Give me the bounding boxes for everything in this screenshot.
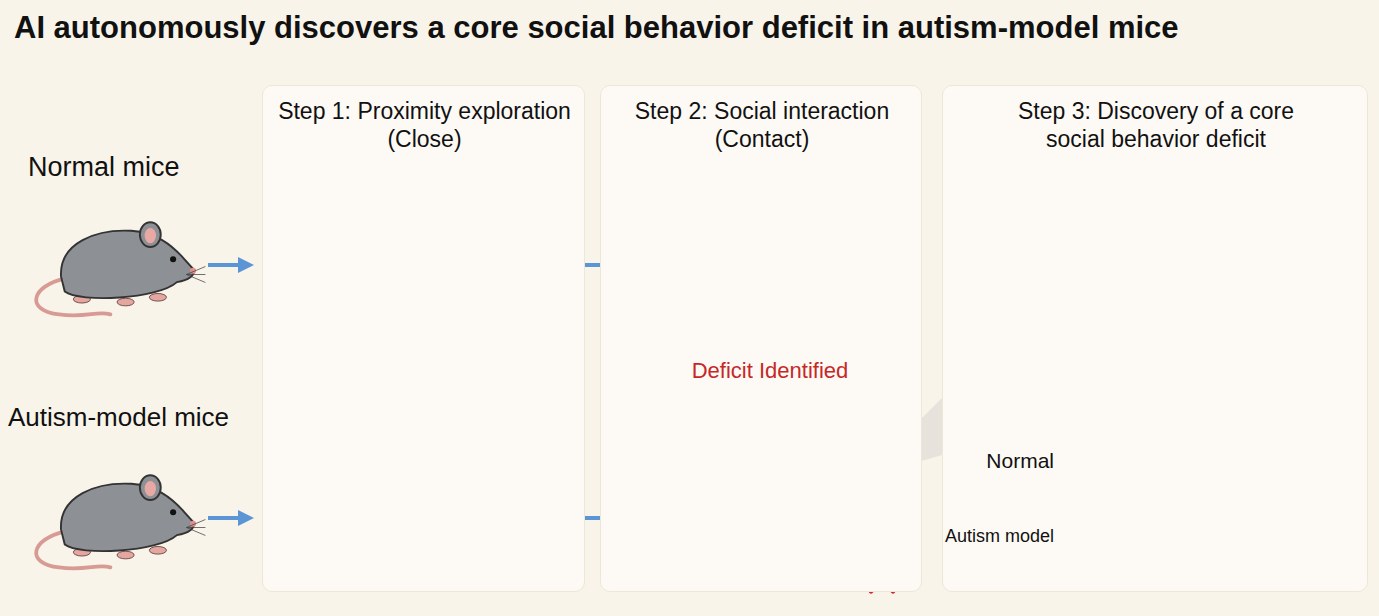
bar-label: Autism model	[945, 526, 1054, 547]
mouse	[36, 475, 205, 568]
row-label: Normal mice	[28, 152, 180, 183]
step-panel: Step 3: Discovery of a core social behav…	[942, 85, 1368, 592]
step-heading: Step 1: Proximity exploration (Close)	[271, 98, 578, 153]
step-heading: Step 3: Discovery of a core social behav…	[991, 98, 1321, 153]
flow-arrow	[208, 263, 246, 267]
flow-arrow	[208, 516, 246, 520]
row-label: Autism-model mice	[8, 402, 229, 433]
deficit-label: Deficit Identified	[688, 356, 853, 386]
step-panel: Step 2: Social interaction (Contact)	[600, 85, 922, 592]
step-panel: Step 1: Proximity exploration (Close)	[262, 85, 585, 592]
mouse	[36, 222, 205, 315]
bar-label: Normal	[986, 449, 1054, 473]
step-heading: Step 2: Social interaction (Contact)	[609, 98, 915, 153]
title: AI autonomously discovers a core social …	[14, 10, 1179, 46]
